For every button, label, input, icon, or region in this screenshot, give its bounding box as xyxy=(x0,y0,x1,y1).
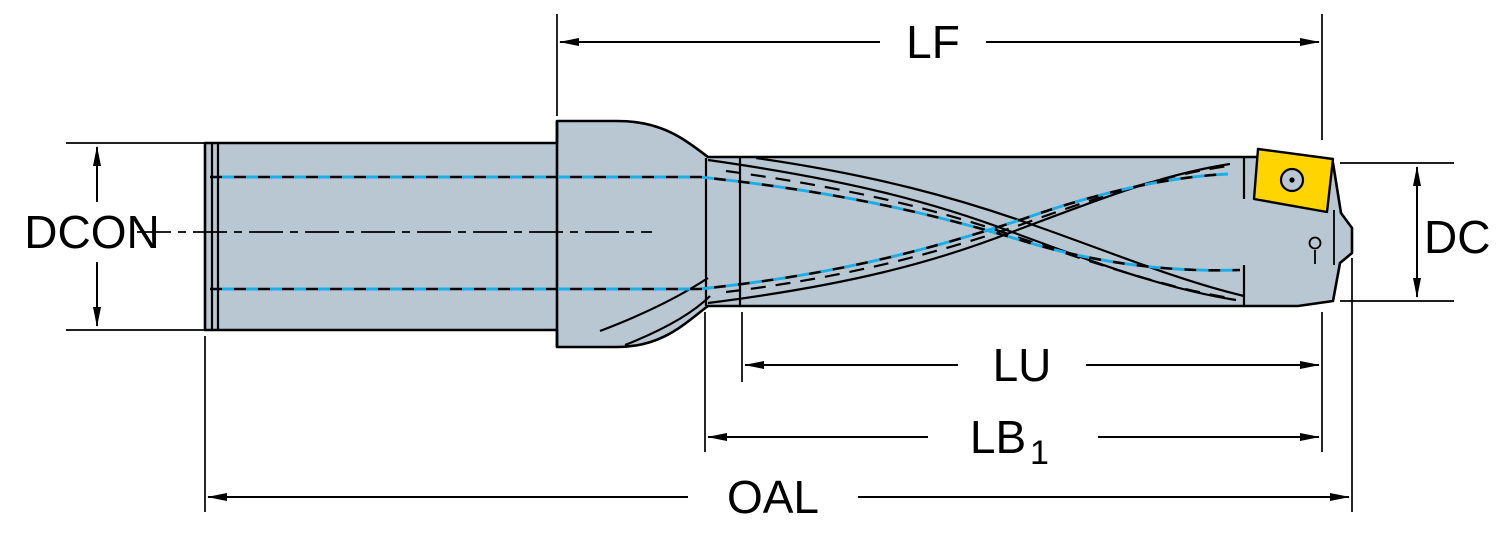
drill-silhouette xyxy=(203,119,1354,349)
dimension-lu: LU xyxy=(741,312,1323,452)
insert-screw-center xyxy=(1289,177,1295,183)
flute-runout-arc xyxy=(599,277,709,333)
dimension-oal: OAL xyxy=(204,258,1353,523)
flute-helix-offset xyxy=(755,156,1245,298)
coolant-channels xyxy=(210,172,1241,291)
dimension-dcon: DCON xyxy=(24,142,212,331)
dimensions: LF DCON DC xyxy=(24,14,1490,523)
flute-helix-up xyxy=(707,162,1231,305)
coolant-channel-bottom-hidden xyxy=(210,172,1229,291)
label-lb: LB xyxy=(970,411,1026,463)
drill-drawing xyxy=(137,119,1354,349)
shank-details xyxy=(210,121,559,347)
dimension-lf: LF xyxy=(556,14,1323,140)
flute-runout-arc-2 xyxy=(624,295,711,347)
tip-center-mark xyxy=(1308,236,1322,250)
coolant-channel-top-hidden xyxy=(210,175,1241,272)
label-lb-subscript: 1 xyxy=(1030,434,1049,472)
insert-assembly xyxy=(1252,147,1335,264)
label-dc: DC xyxy=(1424,211,1490,263)
flute-lines xyxy=(599,156,1335,347)
label-lf: LF xyxy=(906,16,960,68)
dimension-lb1: LB 1 xyxy=(704,312,1320,472)
dimension-dc: DC xyxy=(1340,162,1490,302)
label-dcon: DCON xyxy=(24,206,159,258)
label-oal: OAL xyxy=(727,471,819,523)
label-lu: LU xyxy=(993,339,1052,391)
